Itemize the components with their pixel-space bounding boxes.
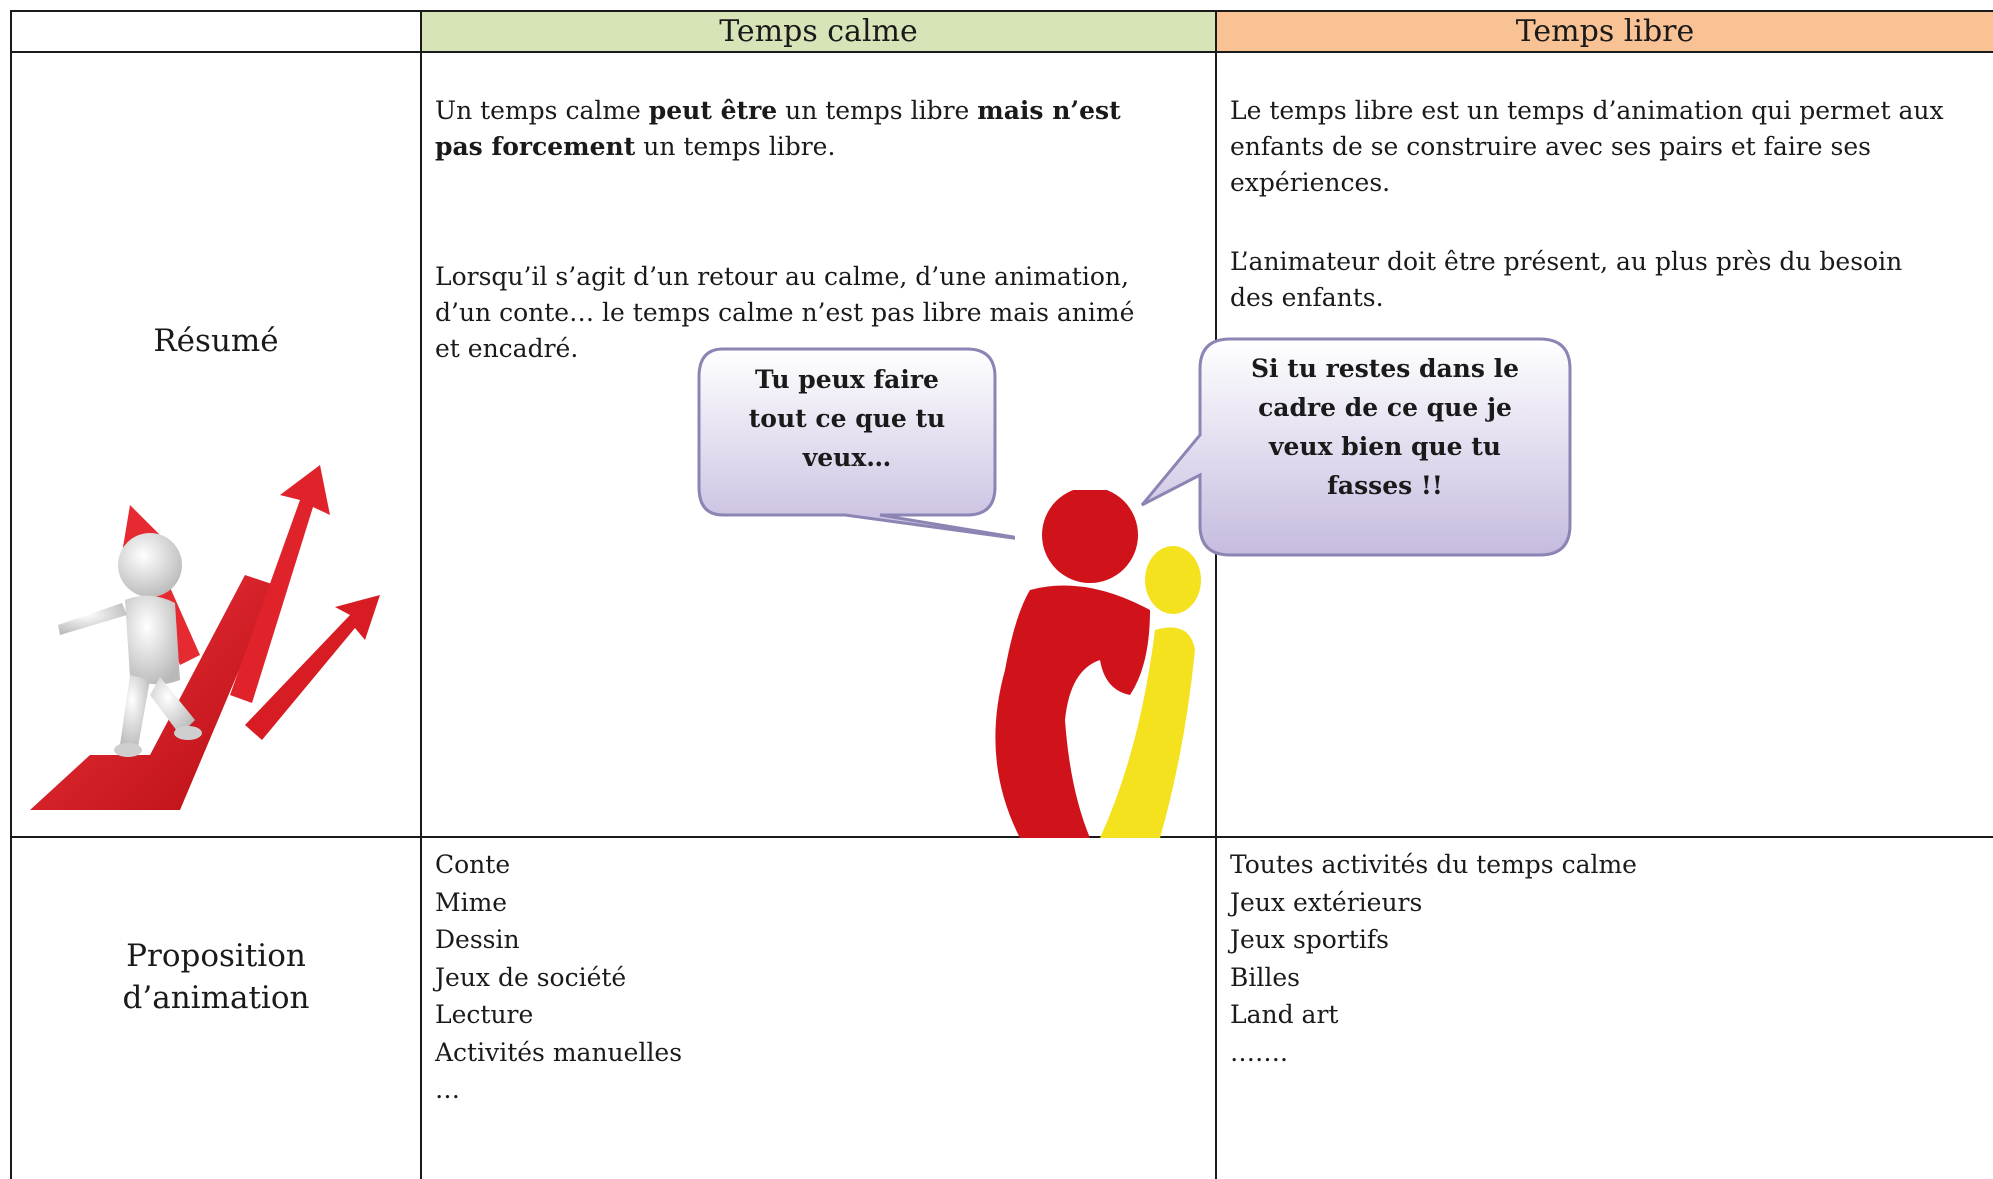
text-bold: pas forcement [435, 132, 636, 161]
text-line: et encadré. [435, 334, 579, 363]
list-item: Lecture [435, 1000, 534, 1029]
table-border-col2 [1215, 10, 1217, 1179]
text-line: Le temps libre est un temps d’animation … [1230, 96, 1944, 125]
crossroads-arrows-figure-icon [30, 465, 380, 810]
adult-child-figures-icon [995, 490, 1201, 838]
text-bold: mais n’est [977, 96, 1121, 125]
table-border-left [10, 10, 12, 1179]
header-temps-calme: Temps calme [422, 12, 1215, 51]
speech-bubble-right-line: Si tu restes dans le [1251, 354, 1519, 383]
table-border-row-divider [10, 836, 1993, 838]
text-run: un temps libre. [635, 132, 836, 161]
text-line: d’un conte… le temps calme n’est pas lib… [435, 298, 1135, 327]
text-run: un temps libre [777, 96, 978, 125]
list-item: Jeux extérieurs [1230, 887, 1423, 917]
speech-bubble-left-line: veux… [802, 443, 892, 472]
row-label-proposition: Proposition d’animation [12, 935, 420, 1019]
list-item: Conte [435, 850, 511, 879]
table-border-top [10, 10, 1993, 12]
proposition-libre-list: Toutes activités du temps calme Jeux ext… [1230, 846, 1637, 1071]
header-temps-calme-label: Temps calme [719, 14, 918, 49]
resume-calme-paragraph-1: Un temps calme peut être un temps libre … [435, 93, 1195, 165]
resume-calme-paragraph-2: Lorsqu’il s’agit d’un retour au calme, d… [435, 259, 1205, 367]
list-item: Activités manuelles [435, 1037, 683, 1067]
text-line: des enfants. [1230, 283, 1384, 312]
proposition-calme-list: Conte Mime Dessin Jeux de société Lectur… [435, 846, 682, 1109]
row-label-proposition-line: d’animation [122, 980, 310, 1016]
resume-libre-paragraph-1: Le temps libre est un temps d’animation … [1230, 93, 1990, 201]
row-label-proposition-line: Proposition [126, 938, 306, 974]
resume-libre-paragraph-2: L’animateur doit être présent, au plus p… [1230, 244, 1990, 316]
list-item: Jeux sportifs [1230, 925, 1389, 954]
text-line: L’animateur doit être présent, au plus p… [1230, 247, 1903, 276]
speech-bubble-right: Si tu restes dans le cadre de ce que je … [1140, 337, 1572, 557]
speech-bubble-left-line: tout ce que tu [749, 404, 945, 433]
row-label-resume: Résumé [153, 323, 279, 359]
text-bold: peut être [648, 96, 778, 125]
speech-bubble-right-line: fasses !! [1327, 471, 1443, 500]
text-line: Lorsqu’il s’agit d’un retour au calme, d… [435, 262, 1129, 291]
list-item: Land art [1230, 1000, 1339, 1029]
speech-bubble-right-line: veux bien que tu [1268, 432, 1501, 461]
table-border-col1 [420, 10, 422, 1179]
list-item: Dessin [435, 925, 520, 954]
header-temps-libre-label: Temps libre [1515, 14, 1695, 49]
list-item: Toutes activités du temps calme [1230, 850, 1637, 879]
list-item: Mime [435, 887, 508, 917]
speech-bubble-left: Tu peux faire tout ce que tu veux… [697, 347, 1015, 540]
list-item: ……. [1230, 1037, 1288, 1067]
speech-bubble-right-line: cadre de ce que je [1258, 393, 1512, 422]
text-line: expériences. [1230, 168, 1391, 197]
text-run: Un temps calme [435, 96, 649, 125]
header-temps-libre: Temps libre [1217, 12, 1993, 51]
list-item: Jeux de société [435, 962, 627, 992]
list-item: Billes [1230, 962, 1300, 992]
table-border-header-bottom [10, 51, 1993, 53]
list-item: … [435, 1075, 460, 1104]
text-line: enfants de se construire avec ses pairs … [1230, 132, 1871, 161]
speech-bubble-left-line: Tu peux faire [755, 365, 939, 394]
